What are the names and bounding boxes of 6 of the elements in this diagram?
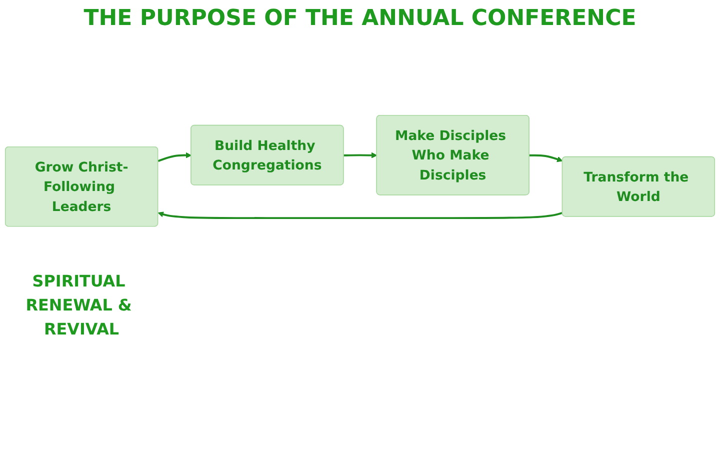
arrow [344,152,378,158]
arrow [158,152,192,162]
arrow [158,211,563,219]
node-text: SPIRITUAL RENEWAL & REVIVAL [26,272,132,338]
diagram-title: THE PURPOSE OF THE ANNUAL CONFERENCE [82,6,638,31]
arrow [529,154,563,162]
